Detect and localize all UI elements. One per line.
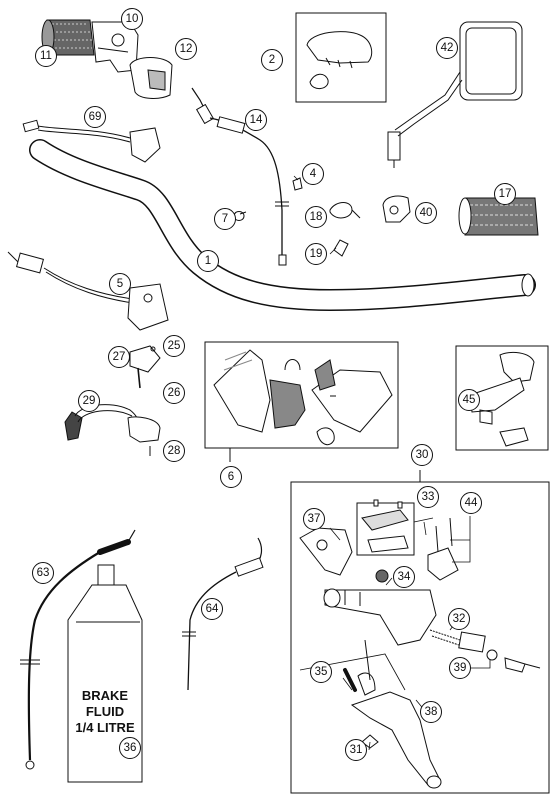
bottle-label: BRAKE FLUID 1/4 LITRE [75, 688, 135, 735]
part-2-frame [295, 12, 387, 103]
callout-19: 19 [305, 243, 327, 265]
bottle-label-line-1: BRAKE [82, 688, 129, 703]
handguard-left [213, 349, 306, 433]
reservoir-cap-box [356, 502, 415, 556]
clamp-44 [427, 517, 459, 581]
callout-12: 12 [175, 38, 197, 60]
handguard-ties [284, 359, 336, 397]
callout-29: 29 [78, 390, 100, 412]
kill-switch-cable [22, 119, 161, 163]
clamp-frame [455, 345, 549, 451]
master-cylinder-body [323, 588, 437, 646]
callout-34: 34 [393, 566, 415, 588]
callout-33: 33 [417, 486, 439, 508]
callout-27: 27 [108, 346, 130, 368]
end-cap-2 [306, 31, 373, 89]
piston-assembly [429, 629, 541, 673]
callout-7: 7 [214, 208, 236, 230]
callout-25: 25 [163, 335, 185, 357]
callout-38: 38 [420, 701, 442, 723]
callout-35: 35 [310, 661, 332, 683]
callout-36: 36 [119, 737, 141, 759]
callout-39: 39 [449, 657, 471, 679]
switch-harness [7, 251, 169, 331]
callout-10: 10 [121, 8, 143, 30]
bottle-label-line-3: 1/4 LITRE [75, 720, 135, 735]
nut-34 [375, 569, 389, 583]
callout-4: 4 [302, 163, 324, 185]
mirror [387, 21, 523, 168]
brake-fluid-bottle [67, 564, 143, 783]
callout-32: 32 [448, 608, 470, 630]
callout-6: 6 [220, 466, 242, 488]
bottle-label-line-2: FLUID [86, 704, 124, 719]
throttle-cover [129, 57, 173, 99]
callout-64: 64 [201, 598, 223, 620]
callout-17: 17 [494, 183, 516, 205]
clamp-40 [382, 195, 411, 223]
handguard-tie [316, 427, 335, 446]
handguard-right [311, 359, 393, 433]
callout-5: 5 [109, 273, 131, 295]
right-grip [458, 197, 539, 236]
handguard-frame [204, 341, 399, 449]
throttle-cable [191, 87, 289, 266]
callout-40: 40 [415, 202, 437, 224]
reservoir-cap [361, 499, 409, 553]
clamp-bracket [129, 345, 161, 389]
hot-start-switch [64, 404, 161, 456]
callout-28: 28 [163, 440, 185, 462]
callout-2: 2 [261, 49, 283, 71]
callout-31: 31 [345, 739, 367, 761]
callout-1: 1 [197, 250, 219, 272]
lever-bracket-37 [299, 527, 353, 576]
callout-30: 30 [411, 444, 433, 466]
cable-tie-18 [329, 202, 361, 219]
hot-start-cable [182, 537, 264, 691]
callout-11: 11 [35, 45, 57, 67]
clutch-cable [20, 529, 136, 770]
callout-18: 18 [305, 206, 327, 228]
callout-14: 14 [245, 109, 267, 131]
callout-45: 45 [458, 389, 480, 411]
callout-37: 37 [303, 508, 325, 530]
callout-42: 42 [436, 37, 458, 59]
callout-44: 44 [460, 492, 482, 514]
callout-26: 26 [163, 382, 185, 404]
part-4 [292, 177, 303, 191]
callout-63: 63 [32, 562, 54, 584]
clamp-parts-45 [469, 351, 535, 447]
part-19 [333, 239, 349, 257]
callout-69: 69 [84, 106, 106, 128]
